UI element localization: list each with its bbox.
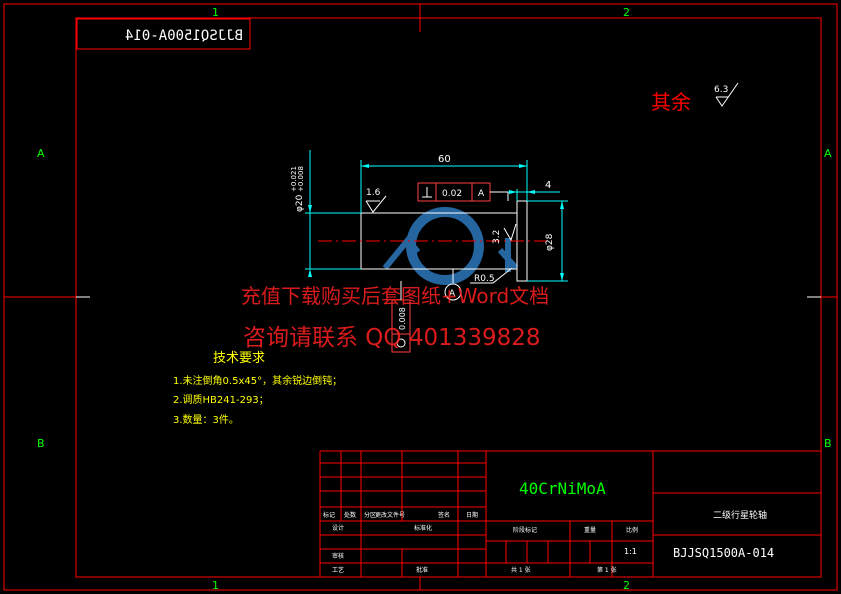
drawing-number-text: BJJSQ1500A-014	[673, 546, 774, 560]
label-change-doc: 更改文件号	[375, 511, 405, 519]
roughness-rest-label: 其余	[651, 90, 691, 114]
roughness-symbol-right: 3.2	[492, 223, 517, 244]
cylindricity-value: 0.008	[398, 307, 407, 330]
label-standardize: 标准化	[414, 524, 432, 532]
title-block-red-grid	[319, 450, 821, 577]
dim-flange-diameter: φ28	[545, 233, 555, 251]
dim-diameter-tol-lower: +0.008	[297, 166, 305, 192]
tech-req-item-1: 1.未注倒角0.5x45°，其余锐边倒钝；	[173, 374, 342, 387]
dim-diameter-tol-upper: +0.021	[290, 166, 298, 192]
zone-col-2-bottom: 2	[623, 579, 630, 592]
dim-radius: R0.5	[474, 274, 495, 284]
label-mark: 标记	[323, 511, 335, 519]
watermark-line-2: 咨询请联系 QQ 401339828	[243, 325, 541, 351]
scale-value: 1:1	[624, 547, 637, 556]
zone-row-b-left: B	[37, 437, 45, 450]
label-count: 处数	[344, 511, 356, 519]
zone-col-2-top: 2	[623, 6, 630, 19]
roughness-symbol-general: 6.3	[714, 82, 739, 107]
label-sheets-total: 共 1 张	[511, 566, 531, 574]
label-review: 审核	[332, 552, 344, 560]
dim-length: 60	[438, 154, 451, 165]
roughness-right-value: 3.2	[492, 230, 502, 244]
perpendicularity-value: 0.02	[442, 189, 462, 199]
label-sign: 签名	[438, 511, 450, 519]
cylindricity-frame: 0.008	[391, 281, 411, 353]
label-date: 日期	[466, 511, 478, 519]
label-weight: 重量	[584, 526, 596, 534]
roughness-left-value: 1.6	[366, 188, 381, 198]
title-block-labels: 标记 处数 分区 更改文件号 签名 日期 设计 标准化 阶段标记 重量 比例 审…	[323, 511, 638, 574]
cylindricity-icon	[396, 338, 406, 348]
label-sheet-no: 第 1 张	[597, 566, 617, 574]
tech-req-title: 技术要求	[213, 351, 265, 366]
label-design: 设计	[332, 524, 344, 532]
dim-phi20-group: φ20 +0.021 +0.008	[290, 166, 305, 212]
datum-label: A	[449, 289, 456, 299]
label-stage-mark: 阶段标记	[513, 526, 537, 534]
dim-diameter: φ20	[295, 194, 305, 212]
material-text: 40CrNiMoA	[519, 479, 606, 498]
mirrored-code-box: BJJSQ1500A-014	[76, 18, 251, 50]
perpendicularity-frame: 0.02 A	[417, 182, 509, 202]
perpendicularity-datum: A	[478, 189, 485, 199]
logo-mark	[382, 207, 519, 285]
label-scale: 比例	[626, 526, 638, 534]
label-zone: 分区	[364, 511, 376, 519]
watermark-line-1: 充值下载购买后套图纸+Word文档	[241, 284, 549, 308]
zone-row-b-right: B	[824, 437, 832, 450]
zone-col-1-bottom: 1	[212, 579, 219, 592]
dimension-arrows	[308, 164, 564, 281]
zone-row-a-right: A	[824, 147, 832, 160]
radius-leader	[470, 267, 513, 284]
title-block: 40CrNiMoA 二级行星轮轴 BJJSQ1500A-014 1:1 标记 处…	[319, 450, 821, 577]
roughness-general-value: 6.3	[714, 85, 728, 95]
datum-symbol: A	[444, 269, 462, 301]
zone-row-a-left: A	[37, 147, 45, 160]
mirrored-code-text: BJJSQ1500A-014	[125, 28, 243, 44]
part-name-text: 二级行星轮轴	[713, 509, 767, 521]
dim-shoulder: 4	[545, 180, 551, 191]
label-process: 工艺	[332, 566, 344, 574]
tech-req-item-3: 3.数量：3件。	[173, 413, 239, 426]
zone-col-1-top: 1	[212, 6, 219, 19]
roughness-symbol-left: 1.6	[365, 188, 387, 213]
label-approve: 批准	[416, 566, 428, 574]
tech-req-item-2: 2.调质HB241-293；	[173, 394, 269, 406]
